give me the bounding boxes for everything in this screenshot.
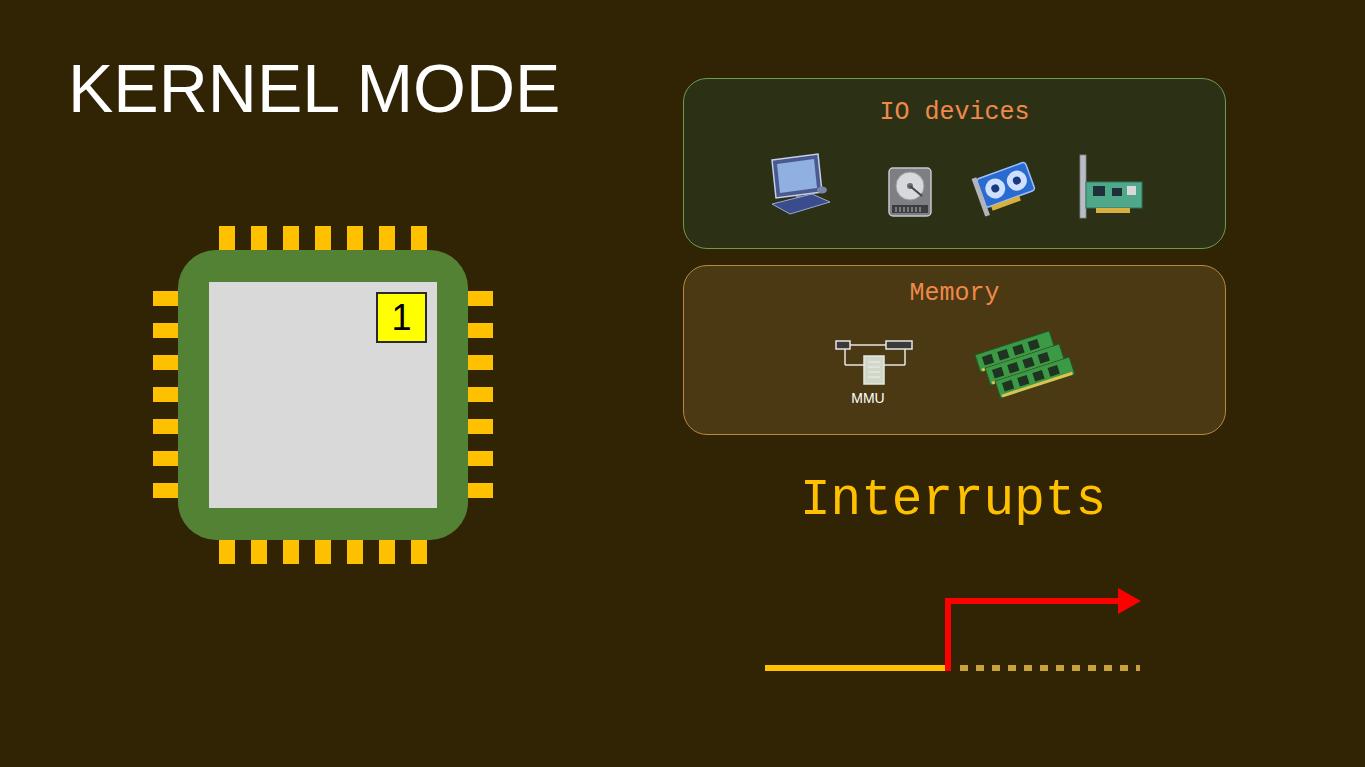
node-label: IO devices [879,99,1029,127]
interrupt-arrow [948,601,1122,671]
timeline [765,665,950,671]
mode-bit-box: 1 [376,292,427,343]
io-group-box: IO devices [683,78,1226,249]
chip-pins [153,226,493,564]
arrow-head [1118,588,1141,614]
part-name: MMU [851,390,884,407]
node-label: Memory [909,280,999,308]
chip-body [178,250,468,540]
concept-label: Interrupts [800,470,1106,531]
chip-die [209,282,437,508]
slide-title: KERNEL MODE [68,48,560,130]
timeline-dotted [960,665,1140,671]
node-label: 1 [391,298,411,338]
memory-group-box: Memory [683,265,1226,435]
cpu-chip [153,226,493,564]
interrupt-timeline [765,588,1141,671]
